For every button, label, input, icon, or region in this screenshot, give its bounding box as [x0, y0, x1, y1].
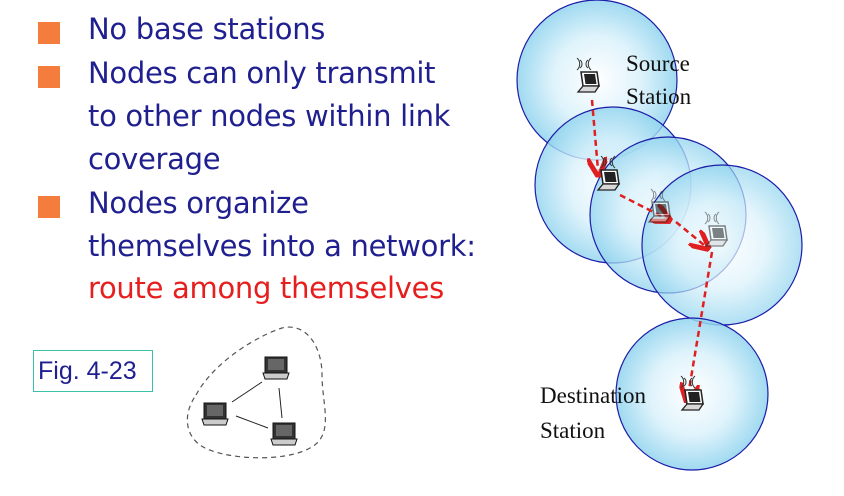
source-station-label-2: Station	[626, 84, 692, 109]
laptop-icon-mini-right	[270, 422, 298, 446]
mini-link-top-left	[231, 381, 263, 403]
route-arrow-1	[592, 99, 598, 170]
bullet-marker-3	[38, 196, 60, 218]
bullet-3-highlight: route among themselves	[88, 271, 444, 305]
laptop-icon-mini-left	[201, 402, 229, 426]
bullet-marker-1	[38, 22, 60, 44]
figure-label: Fig. 4-23	[33, 350, 153, 392]
network-boundary	[186, 326, 326, 459]
route-arrow-3	[675, 221, 704, 245]
mini-link-top-right	[278, 387, 283, 419]
bullet-1-line-1: No base stations	[88, 12, 326, 46]
bullet-marker-2	[38, 66, 60, 88]
destination-station-label-2: Station	[540, 418, 606, 443]
bullet-2-line-3: coverage	[88, 142, 221, 176]
bullet-3-line-2: themselves into a network:	[88, 229, 476, 263]
source-station-label-1: Source	[626, 51, 690, 76]
bullet-2-line-2: to other nodes within link	[88, 99, 451, 133]
mini-link-left-right	[235, 415, 269, 429]
adhoc-mini-figure	[186, 326, 326, 459]
laptop-icon-mini-top	[262, 356, 290, 380]
destination-station-label-1: Destination	[540, 383, 647, 408]
bullet-3-line-1: Nodes organize	[88, 186, 309, 220]
route-arrow-4	[688, 251, 714, 396]
bullet-2-line-1: Nodes can only transmit	[88, 56, 436, 90]
